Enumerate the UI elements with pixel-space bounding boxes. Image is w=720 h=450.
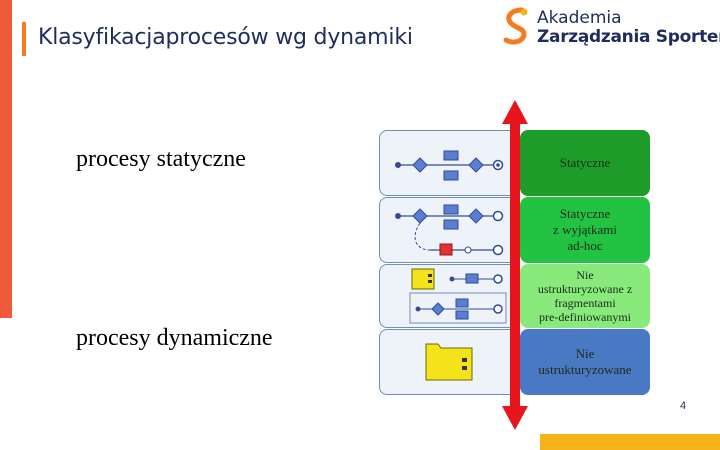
level-unstructured-fragments: Nie ustrukturyzowane z fragmentami pre-d… bbox=[520, 264, 650, 328]
static-process-flow-icon bbox=[395, 150, 504, 181]
logo-text-line2: Zarządzania Sportem bbox=[537, 27, 720, 47]
process-box-static-exceptions bbox=[379, 197, 519, 263]
logo-mark-icon bbox=[503, 7, 528, 45]
left-accent-bar bbox=[0, 0, 12, 318]
level-label-line: z wyjątkami bbox=[553, 222, 617, 237]
level-label-line: ustrukturyzowane z bbox=[537, 282, 633, 296]
level-label-line: ad-hoc bbox=[567, 238, 603, 253]
level-unstructured: Nie ustrukturyzowane bbox=[520, 329, 650, 395]
level-label-line: Nie bbox=[575, 346, 595, 361]
title-accent-bar bbox=[22, 22, 26, 56]
logo-text-line1: Akademia bbox=[537, 8, 622, 28]
level-label-line: Nie bbox=[576, 268, 594, 282]
static-exception-flow-icon bbox=[395, 204, 504, 256]
process-box-static bbox=[379, 130, 519, 196]
level-label-line: Statyczne bbox=[559, 155, 611, 170]
level-label-line: fragmentami bbox=[554, 296, 616, 310]
unstructured-folder-icon bbox=[425, 343, 473, 381]
level-static: Statyczne bbox=[520, 130, 650, 196]
level-label-line: ustrukturyzowane bbox=[538, 362, 632, 377]
bullet-dynamic: procesy dynamiczne bbox=[76, 325, 273, 351]
unstructured-fragment-flow-icon bbox=[409, 268, 507, 324]
level-static-exceptions: Statyczne z wyjątkami ad-hoc bbox=[520, 197, 650, 263]
level-label-line: Statyczne bbox=[559, 206, 611, 221]
slide-title: Klasyfikacjaprocesów wg dynamiki bbox=[38, 25, 413, 50]
process-box-unstructured-fragments bbox=[379, 264, 519, 328]
double-arrow-icon bbox=[502, 100, 528, 430]
page-number: 4 bbox=[680, 400, 687, 412]
bottom-accent-bar bbox=[540, 434, 720, 450]
process-box-unstructured bbox=[379, 329, 519, 395]
process-dynamics-diagram: Statyczne Statyczne z wyjątkami ad-hoc N… bbox=[377, 100, 652, 430]
logo: Akademia Zarządzania Sportem bbox=[500, 6, 720, 50]
level-label-line: pre-definiowanymi bbox=[539, 310, 631, 324]
bullet-static: procesy statyczne bbox=[76, 146, 246, 172]
